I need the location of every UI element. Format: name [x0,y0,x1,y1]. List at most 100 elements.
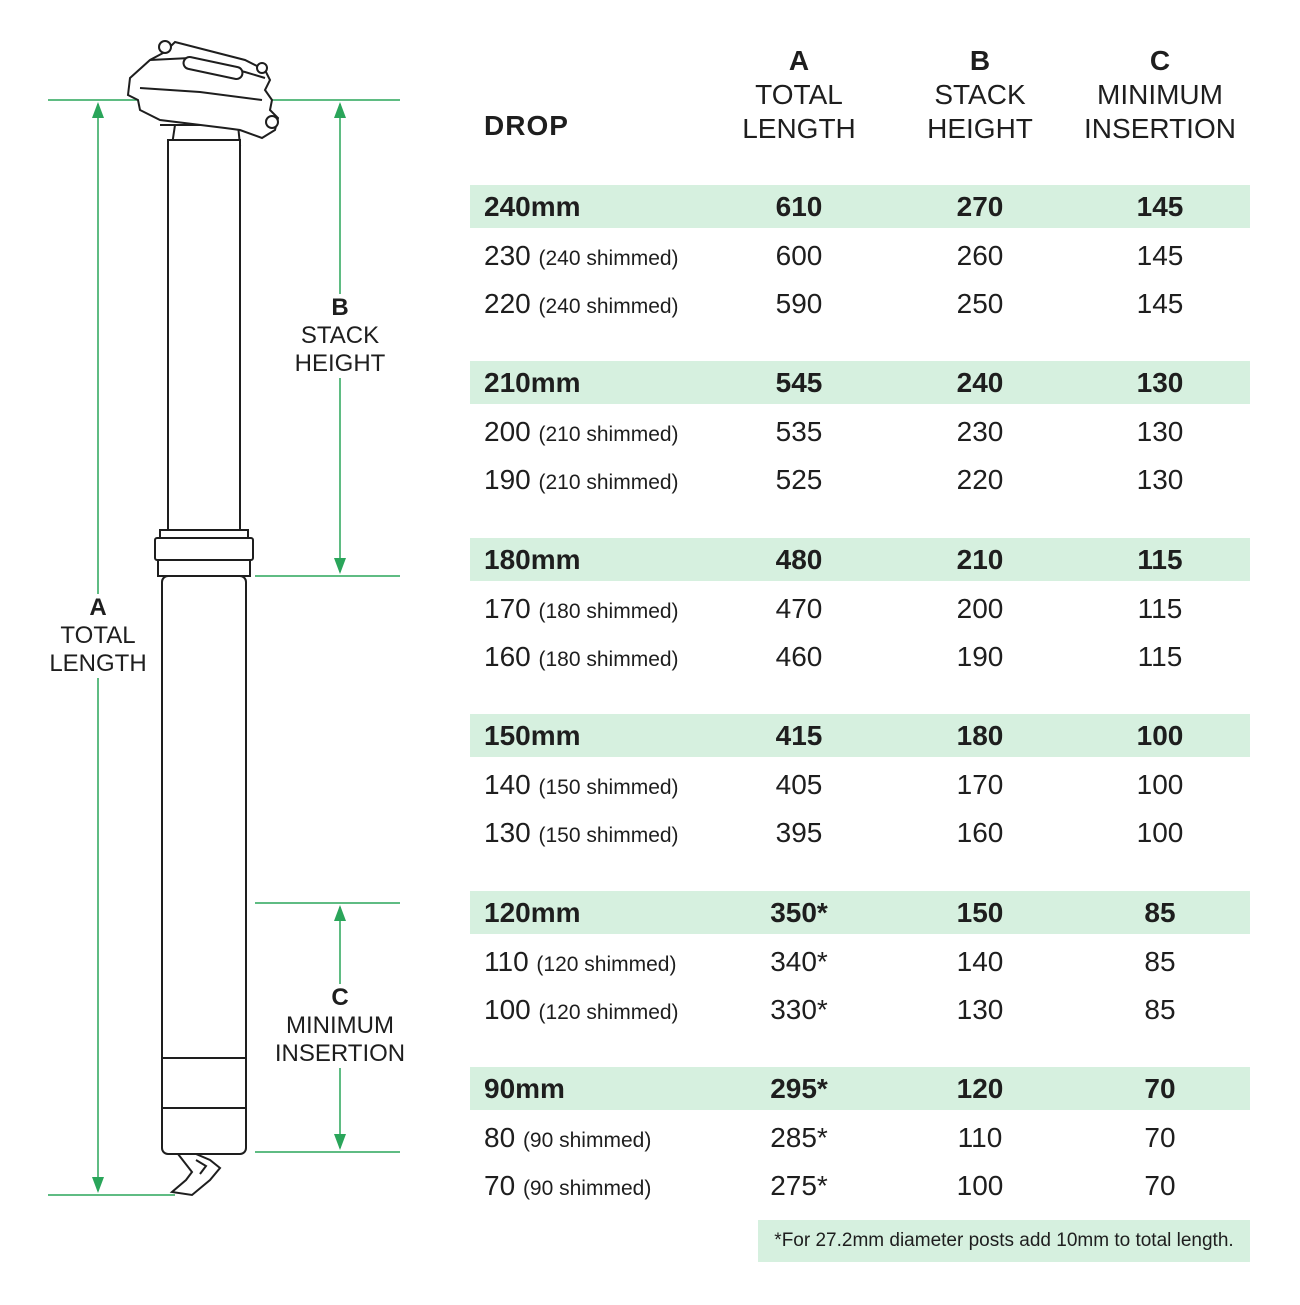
drop-cell: 220 (240 shimmed) [484,282,679,325]
shim-note: (180 shimmed) [538,599,679,623]
dimension-label-c: C MINIMUM INSERTION [270,984,410,1068]
cell-a: 545 [775,367,823,398]
table-row: 130 (150 shimmed) 395 160 100 [470,811,1250,854]
header-b-line1: STACK [934,79,1026,110]
cell-b: 110 [957,1121,1003,1153]
drop-cell: 130 (150 shimmed) [484,811,679,854]
cell-a: 275* [770,1170,828,1201]
cell-b: 100 [956,1170,1004,1201]
drop-value: 110 [484,945,529,977]
cell-b: 150 [956,897,1004,928]
drop-cell: 70 (90 shimmed) [484,1164,651,1207]
drop-cell: 240mm [484,185,581,228]
cell-a: 330* [770,994,828,1025]
cell-c: 85 [1144,994,1176,1025]
label-a-letter: A [89,594,107,621]
cell-c: 100 [1136,817,1184,848]
shim-note: (90 shimmed) [522,1128,652,1152]
cell-b: 220 [956,464,1004,495]
dimension-label-b: B STACK HEIGHT [286,294,394,378]
cell-a: 295* [770,1073,828,1104]
shim-note: (210 shimmed) [538,471,679,494]
cell-b: 190 [956,641,1004,672]
drop-value: 130 [484,817,531,848]
cell-a: 395 [775,817,823,848]
label-b-line1: STACK [300,322,380,349]
drop-value: 100 [484,994,531,1025]
shim-note: (180 shimmed) [538,648,679,671]
cell-a: 590 [775,288,823,319]
drop-cell: 210mm [484,361,581,404]
header-col-b: B STACK HEIGHT [905,44,1055,146]
shim-note: (90 shimmed) [522,1177,652,1200]
table-row-primary: 180mm 480 210 115 [470,538,1250,581]
cell-c: 115 [1137,592,1183,624]
header-c-line2: INSERTION [1084,113,1236,144]
drop-value: 210mm [484,367,581,398]
label-b-line2: HEIGHT [294,350,386,377]
seatpost-drawing [48,40,400,1197]
cell-a: 480 [775,544,823,575]
drop-value: 200 [484,415,531,447]
drop-cell: 150mm [484,714,581,757]
cell-c: 145 [1136,239,1184,271]
drop-cell: 170 (180 shimmed) [484,587,679,630]
cell-b: 130 [956,994,1004,1025]
cell-b: 210 [956,544,1004,575]
label-b-letter: B [331,294,349,321]
header-c-line1: MINIMUM [1097,79,1223,110]
header-a-line1: TOTAL [755,79,843,110]
cell-c: 85 [1144,945,1176,977]
footnote: *For 27.2mm diameter posts add 10mm to t… [758,1220,1250,1262]
drop-value: 180mm [484,544,581,575]
label-a-line2: LENGTH [49,650,147,677]
cell-a: 470 [775,592,823,624]
cell-c: 100 [1136,768,1184,800]
cell-b: 160 [956,817,1004,848]
header-col-a: A TOTAL LENGTH [724,44,874,146]
cell-b: 270 [956,191,1004,222]
cell-a: 535 [775,415,823,447]
drop-cell: 90mm [484,1067,565,1110]
table-row: 80 (90 shimmed) 285* 110 70 [470,1116,1250,1159]
drop-cell: 180mm [484,538,581,581]
drop-value: 240mm [484,191,581,222]
header-b-letter: B [969,45,991,76]
cell-c: 70 [1144,1170,1176,1201]
drop-value: 90mm [484,1073,565,1104]
label-c-line1: MINIMUM [286,1012,394,1039]
header-b-line2: HEIGHT [927,113,1033,144]
cell-c: 130 [1136,415,1184,447]
cell-a: 600 [775,239,823,271]
drop-cell: 120mm [484,891,581,934]
shim-note: (120 shimmed) [536,952,677,976]
drop-cell: 230 (240 shimmed) [484,234,679,277]
cell-a: 285* [770,1121,828,1153]
cell-a: 415 [775,720,823,751]
cell-c: 70 [1144,1073,1176,1104]
cell-c: 145 [1136,191,1184,222]
header-a-line2: LENGTH [742,113,856,144]
header-col-c: C MINIMUM INSERTION [1070,44,1250,146]
drop-value: 220 [484,288,531,319]
shim-note: (240 shimmed) [538,246,679,270]
cell-a: 460 [775,641,823,672]
cell-b: 240 [956,367,1004,398]
seatpost-diagram: A TOTAL LENGTH B STACK HEIGHT C MINIMUM … [0,0,460,1300]
table-header: DROP A TOTAL LENGTH B STACK HEIGHT C MIN… [470,40,1250,150]
cell-c: 115 [1137,544,1183,575]
cell-b: 200 [956,592,1004,624]
cell-b: 180 [956,720,1004,751]
cell-b: 170 [956,768,1004,800]
drop-cell: 80 (90 shimmed) [484,1116,651,1159]
table-row: 70 (90 shimmed) 275* 100 70 [470,1164,1250,1207]
drop-value: 160 [484,641,531,672]
cell-c: 70 [1144,1121,1176,1153]
shim-note: (240 shimmed) [538,295,679,318]
